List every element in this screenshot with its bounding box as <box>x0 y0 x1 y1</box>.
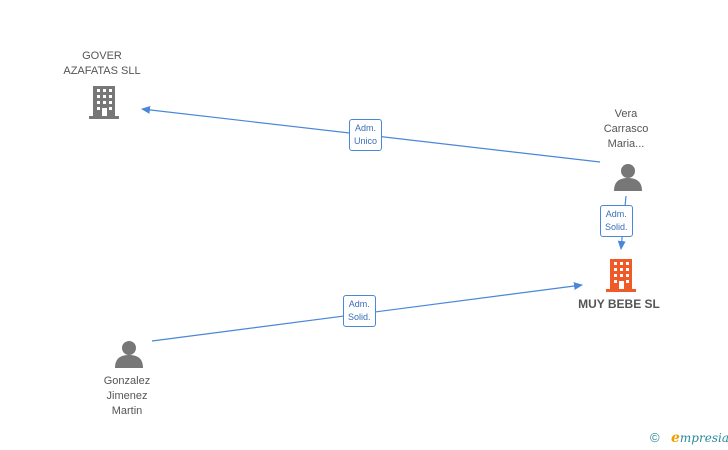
node-label-gover[interactable]: GOVER AZAFATAS SLL <box>50 49 154 79</box>
node-name-line: GOVER <box>82 50 122 62</box>
copyright-symbol: © <box>650 430 660 445</box>
node-name-line: Vera <box>614 108 638 120</box>
person-icon[interactable] <box>614 164 642 191</box>
node-label-vera[interactable]: Vera Carrasco Maria... <box>586 107 666 152</box>
brand-logo[interactable]: empresia <box>671 430 728 446</box>
node-name-line: Gonzalez <box>103 375 151 387</box>
edge-role-line: Adm. <box>355 123 377 133</box>
edge-role-line: Solid. <box>605 222 628 232</box>
building-icon[interactable] <box>89 86 119 119</box>
edge-role-line: Adm. <box>348 299 370 309</box>
brand-initial: e <box>671 430 680 446</box>
edge-label-vera-gover: Adm. Unico <box>349 119 383 151</box>
edge-role-line: Adm. <box>605 209 627 219</box>
node-name-line: Maria... <box>607 138 645 150</box>
edge-label-vera-muybebe: Adm. Solid. <box>600 205 633 237</box>
building-icon[interactable] <box>606 259 636 292</box>
node-name-line: MUY BEBE SL <box>578 297 660 311</box>
node-name-line: Jimenez <box>106 390 148 402</box>
edge-role-line: Unico <box>354 136 378 146</box>
node-label-muybebe[interactable]: MUY BEBE SL <box>566 297 672 312</box>
edge-role-line: Solid. <box>348 312 371 322</box>
brand-name: mpresia <box>679 431 728 445</box>
node-label-gonzalez[interactable]: Gonzalez Jimenez Martin <box>87 374 167 419</box>
person-icon[interactable] <box>115 341 143 368</box>
node-name-line: Carrasco <box>603 123 649 135</box>
edge-label-gonzalez-muybebe: Adm. Solid. <box>343 295 376 327</box>
node-name-line: Martin <box>111 405 143 417</box>
node-name-line: AZAFATAS SLL <box>63 65 141 77</box>
